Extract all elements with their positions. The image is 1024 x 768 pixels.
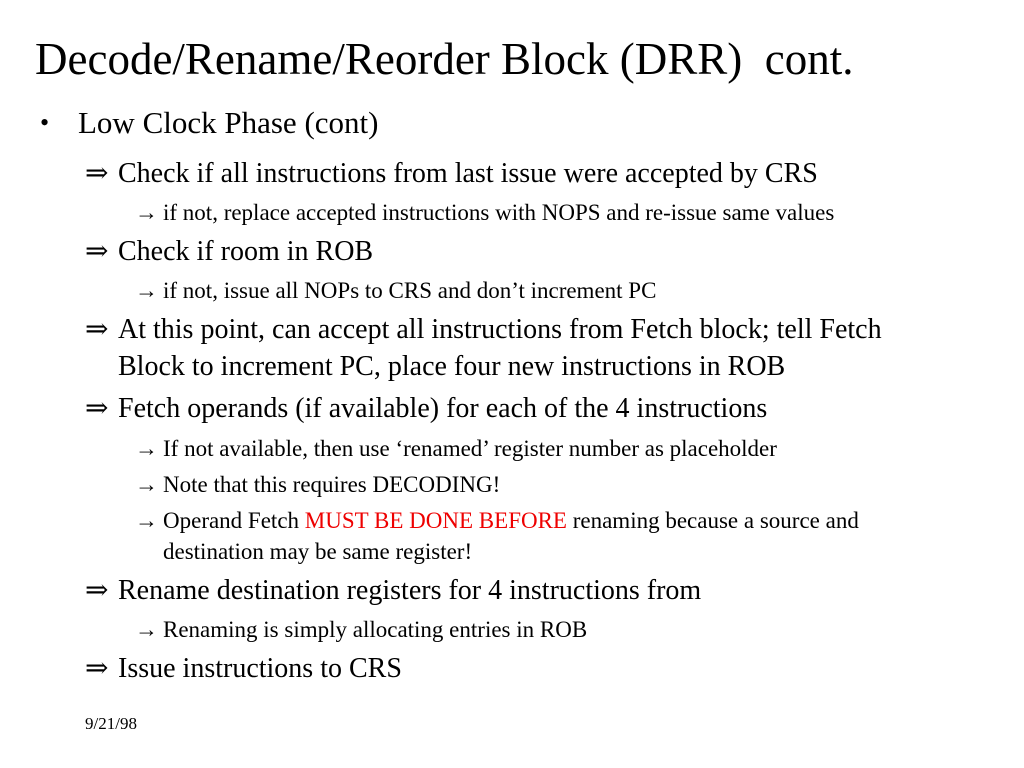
- item-text: Check if all instructions from last issu…: [118, 157, 818, 189]
- item-text: Issue instructions to CRS: [118, 653, 402, 685]
- list-item: ⇒ Check if all instructions from last is…: [85, 156, 1006, 192]
- item-text-suffix: renaming because a source and destinatio…: [163, 507, 859, 564]
- item-text: Renaming is simply allocating entries in…: [163, 617, 588, 643]
- arrow-icon: →: [135, 617, 158, 643]
- item-text-prefix: Operand Fetch: [163, 507, 305, 533]
- bullet-glyph: •: [40, 108, 50, 138]
- double-arrow-icon: ⇒: [85, 393, 109, 425]
- list-item: → If not available, then use ‘renamed’ r…: [135, 433, 1006, 464]
- list-item: ⇒ Rename destination registers for 4 ins…: [85, 573, 1006, 609]
- bullet-label: Low Clock Phase (cont): [78, 105, 379, 141]
- list-item: ⇒ Check if room in ROB: [85, 234, 1006, 270]
- arrow-icon: →: [135, 278, 158, 304]
- double-arrow-icon: ⇒: [85, 236, 109, 268]
- list-item: ⇒ Fetch operands (if available) for each…: [85, 391, 1006, 427]
- item-text: Check if room in ROB: [118, 236, 374, 268]
- list-item: → if not, issue all NOPs to CRS and don’…: [135, 275, 1006, 306]
- item-text: Note that this requires DECODING!: [163, 471, 501, 497]
- arrow-icon: →: [135, 435, 158, 461]
- double-arrow-icon: ⇒: [85, 653, 109, 685]
- item-text: At this point, can accept all instructio…: [118, 314, 882, 382]
- list-item: ⇒ At this point, can accept all instruct…: [85, 312, 1006, 385]
- item-text: Operand Fetch MUST BE DONE BEFORE renami…: [163, 505, 859, 567]
- item-text: if not, issue all NOPs to CRS and don’t …: [163, 278, 657, 304]
- item-text: Rename destination registers for 4 instr…: [118, 574, 702, 606]
- list-item: → Renaming is simply allocating entries …: [135, 614, 1006, 645]
- date-footer: 9/21/98: [85, 713, 137, 733]
- list-item: → Operand Fetch MUST BE DONE BEFORE rena…: [135, 505, 1006, 567]
- bullet-level1: • Low Clock Phase (cont): [40, 104, 1006, 141]
- list-item: → Note that this requires DECODING!: [135, 469, 1006, 500]
- double-arrow-icon: ⇒: [85, 574, 109, 606]
- double-arrow-icon: ⇒: [85, 314, 109, 346]
- arrow-icon: →: [135, 199, 158, 225]
- highlight-text: MUST BE DONE BEFORE: [304, 507, 567, 533]
- slide-title: Decode/Rename/Reorder Block (DRR) cont.: [35, 34, 854, 84]
- arrow-icon: →: [135, 507, 158, 533]
- list-item: → if not, replace accepted instructions …: [135, 197, 1006, 228]
- item-text: If not available, then use ‘renamed’ reg…: [163, 435, 777, 461]
- item-text: if not, replace accepted instructions wi…: [163, 199, 835, 225]
- item-text: Fetch operands (if available) for each o…: [118, 393, 768, 425]
- double-arrow-icon: ⇒: [85, 157, 109, 189]
- bullet-list: ⇒ Check if all instructions from last is…: [35, 156, 1006, 688]
- arrow-icon: →: [135, 471, 158, 497]
- list-item: ⇒ Issue instructions to CRS: [85, 651, 1006, 687]
